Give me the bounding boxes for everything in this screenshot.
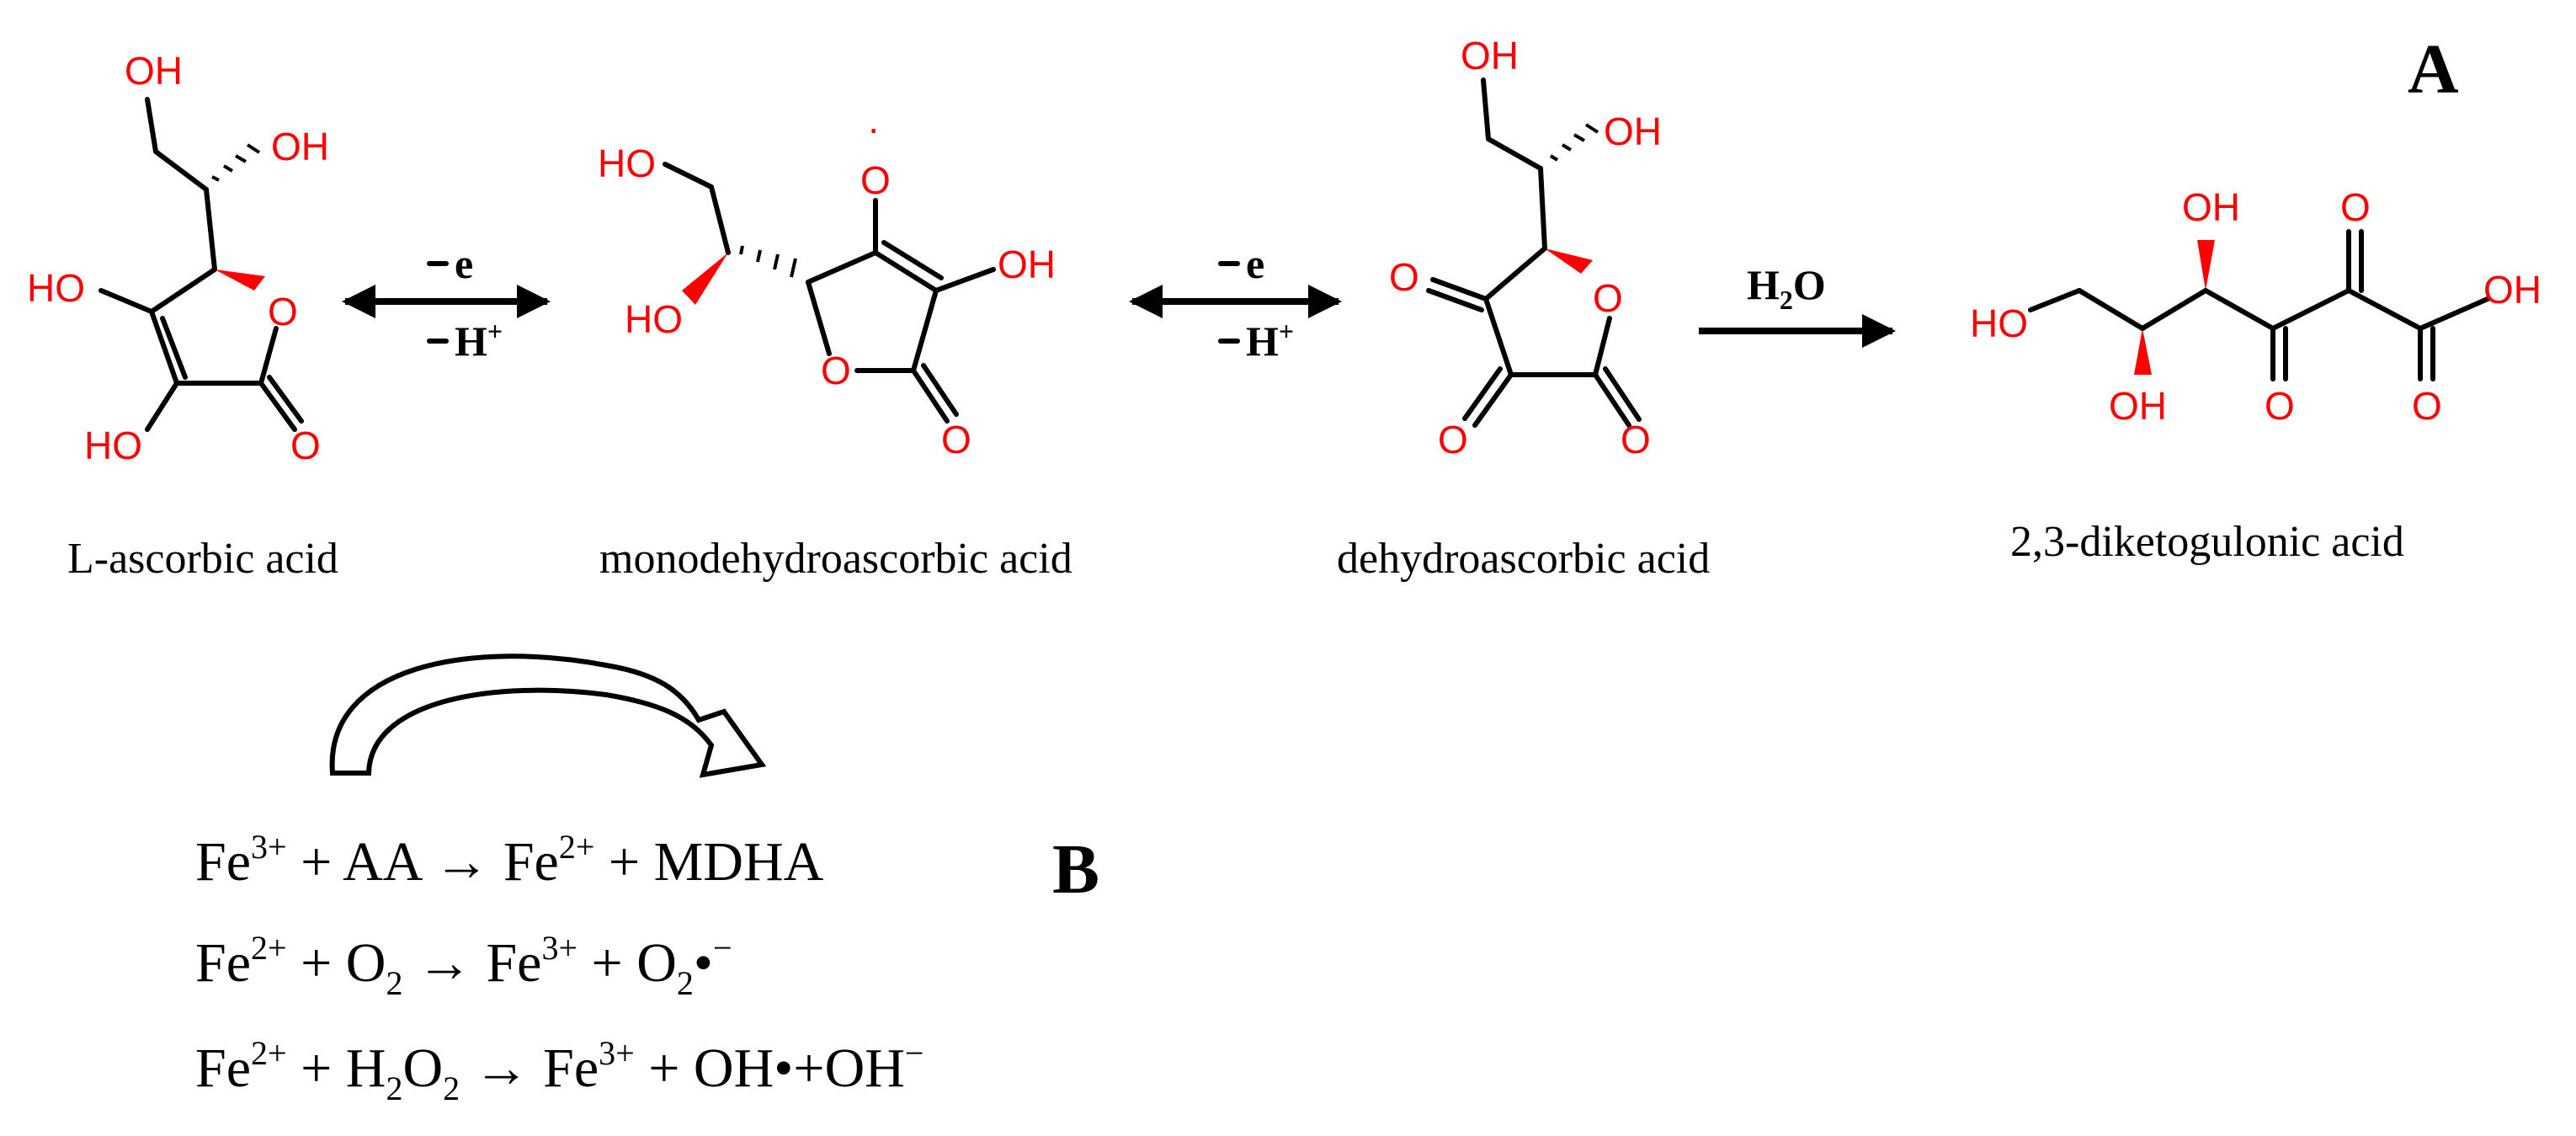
atom-oh-side: OH bbox=[271, 125, 329, 168]
molecule-diketogulonic-acid: HO OH OH O O OH O bbox=[1970, 185, 2541, 428]
molecule-l-ascorbic-acid: OH OH HO O HO O bbox=[27, 49, 329, 467]
wedge-bond bbox=[1545, 248, 1593, 274]
arrow-label-top: e bbox=[455, 240, 473, 287]
equation-1: Fe3+ + AA → Fe2+ + MDHA bbox=[195, 828, 824, 893]
atom-o-carbonyl: O bbox=[941, 418, 971, 461]
atom-o-bottom-right: O bbox=[1621, 418, 1651, 461]
molecule-name: 2,3-diketogulonic acid bbox=[2010, 518, 2404, 566]
atom-oh-top: OH bbox=[1461, 34, 1519, 77]
hashed-bond bbox=[1549, 123, 1599, 162]
panel-label-a: A bbox=[2408, 30, 2459, 109]
atom-ho-top: HO bbox=[598, 141, 656, 185]
hashed-bond bbox=[211, 143, 261, 182]
wedge-bond bbox=[682, 253, 728, 305]
arrow-label-top: e bbox=[1246, 240, 1264, 287]
atom-ho-left: HO bbox=[27, 266, 85, 310]
atom-ho-side: HO bbox=[625, 297, 683, 341]
atom-o-ring: O bbox=[1593, 276, 1623, 320]
arrow-label: H2O bbox=[1747, 261, 1826, 315]
atom-o-keto-bottom: O bbox=[2265, 384, 2295, 428]
wedge-bond bbox=[215, 269, 265, 291]
atom-oh-top: OH bbox=[2182, 185, 2240, 229]
atom-ho-bottom: HO bbox=[84, 424, 142, 467]
atom-oh-acid: OH bbox=[2483, 268, 2541, 312]
molecule-name: dehydroascorbic acid bbox=[1337, 535, 1710, 583]
atom-o-bottom-left: O bbox=[1438, 418, 1468, 461]
wedge-bond bbox=[2197, 240, 2215, 291]
equation-3: Fe2+ + H2O2 → Fe3+ + OH•+OH− bbox=[195, 1034, 923, 1107]
atom-o-acid: O bbox=[2412, 384, 2442, 428]
radical-dot: · bbox=[867, 106, 880, 150]
wedge-bond bbox=[2134, 328, 2152, 375]
atom-o-ring: O bbox=[268, 290, 298, 333]
atom-o-ring: O bbox=[821, 349, 851, 392]
atom-o-radical: O bbox=[860, 158, 891, 202]
forward-arrow-hydrolysis: H2O bbox=[1699, 261, 1896, 348]
panel-label-b: B bbox=[1052, 830, 1099, 909]
molecule-monodehydroascorbic-acid: O · HO OH HO O O bbox=[598, 106, 1056, 461]
molecule-name: monodehydroascorbic acid bbox=[599, 535, 1072, 583]
atom-oh-side: OH bbox=[1604, 109, 1662, 153]
molecule-name: L-ascorbic acid bbox=[67, 535, 338, 583]
arrow-label-bottom: H+ bbox=[455, 316, 503, 365]
reversible-arrow-2: e H+ bbox=[1129, 240, 1342, 365]
atom-o-left: O bbox=[1389, 255, 1419, 299]
atom-o-carbonyl: O bbox=[290, 424, 321, 467]
atom-ho-left: HO bbox=[1970, 301, 2028, 345]
hashed-bond bbox=[739, 245, 797, 278]
atom-oh-top: OH bbox=[125, 49, 183, 93]
atom-oh-right: OH bbox=[998, 243, 1056, 286]
molecule-dehydroascorbic-acid: OH OH O O O O bbox=[1389, 34, 1662, 461]
atom-o-keto-top: O bbox=[2340, 185, 2371, 229]
equation-2: Fe2+ + O2 → Fe3+ + O2•− bbox=[195, 929, 732, 1002]
curved-arrow-icon bbox=[329, 653, 767, 778]
reversible-arrow-1: e H+ bbox=[342, 240, 551, 365]
arrow-label-bottom: H+ bbox=[1246, 316, 1294, 365]
atom-oh-bottom: OH bbox=[2109, 384, 2167, 428]
